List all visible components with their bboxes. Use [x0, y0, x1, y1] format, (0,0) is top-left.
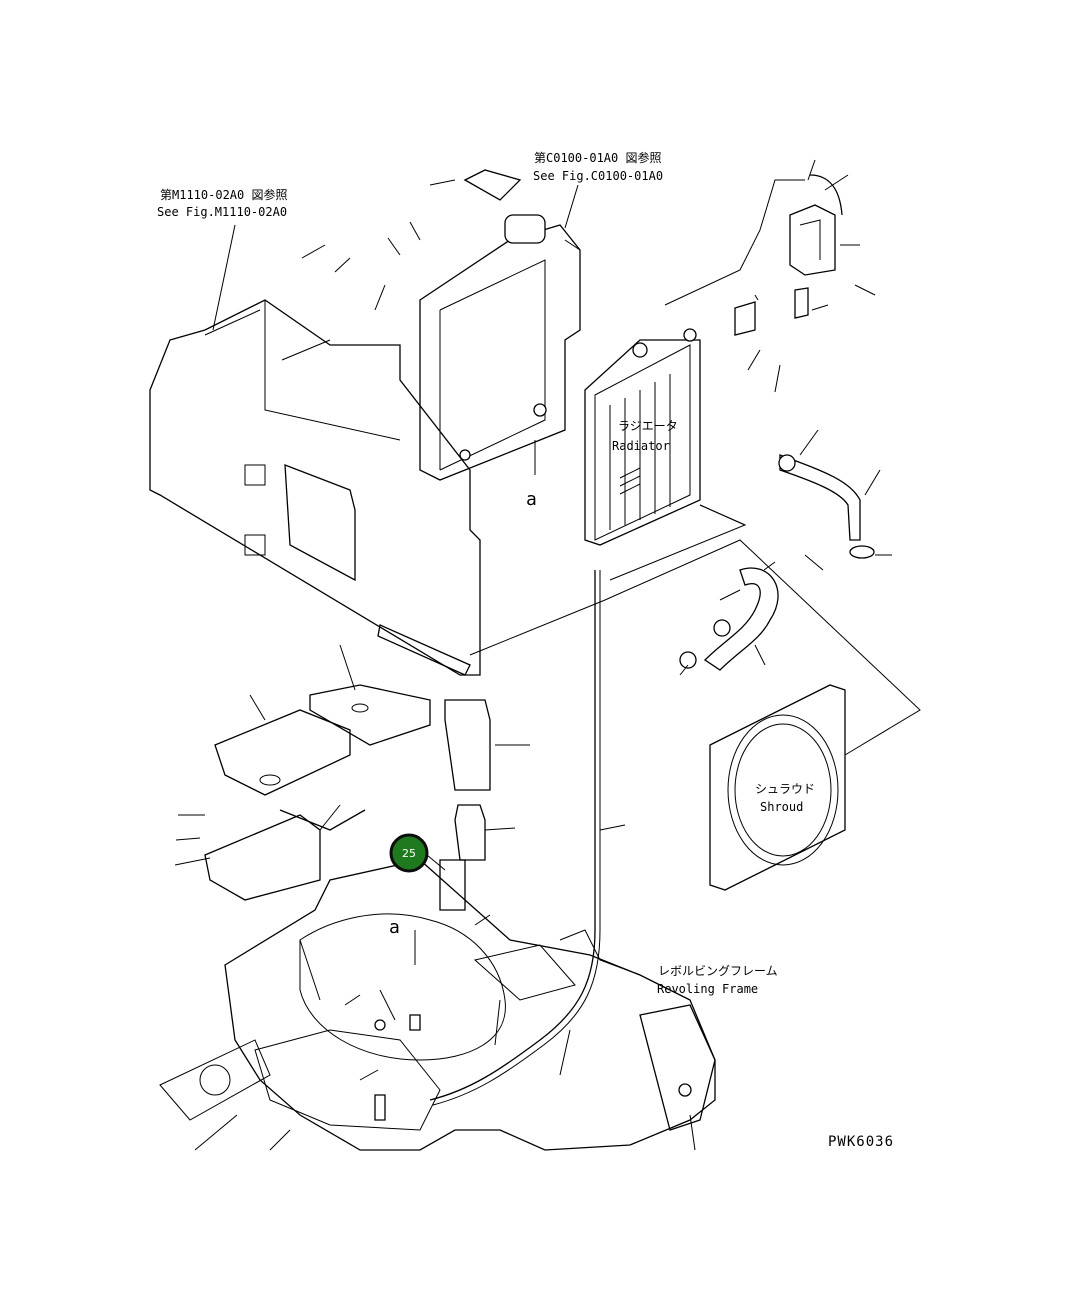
fig-left-en: See Fig.M1110-02A0 [157, 205, 287, 219]
shroud-label-en: Shroud [760, 800, 803, 814]
reference-left: 第M1110-02A0 図参照 See Fig.M1110-02A0 [157, 187, 287, 219]
revolving-frame [159, 859, 716, 1151]
fig-top-en: See Fig.C0100-01A0 [533, 169, 663, 183]
shroud-label-ja: シュラウド [755, 782, 815, 796]
reference-top: 第C0100-01A0 図参照 See Fig.C0100-01A0 [533, 150, 663, 183]
shroud [709, 684, 846, 891]
callout-badge[interactable]: 25 [389, 833, 429, 873]
drain-tube [429, 570, 601, 1106]
detail-a-upper: a [526, 489, 537, 510]
drawing-code: PWK6036 [828, 1134, 894, 1150]
detail-a-lower: a [389, 917, 400, 938]
side-cover-panel [149, 299, 481, 676]
radiator-label-en: Radiator [612, 439, 670, 453]
radiator-hose-upper [778, 454, 875, 559]
leader-lines [174, 159, 921, 1151]
reservoir-tank [664, 174, 843, 336]
frame-label-en: Revoling Frame [657, 982, 758, 996]
radiator [584, 328, 701, 546]
fig-top-ja: 第C0100-01A0 図参照 [534, 150, 661, 165]
frame-label-ja: レボルビングフレーム [658, 964, 778, 978]
callout-number[interactable]: 25 [402, 847, 416, 860]
radiator-frame-top [419, 169, 581, 481]
fig-left-ja: 第M1110-02A0 図参照 [160, 187, 287, 202]
radiator-hose-lower [679, 567, 779, 671]
radiator-label-ja: ラジエータ [618, 419, 678, 433]
callout-badge-circle[interactable] [389, 833, 429, 873]
cover-plates [204, 684, 491, 911]
